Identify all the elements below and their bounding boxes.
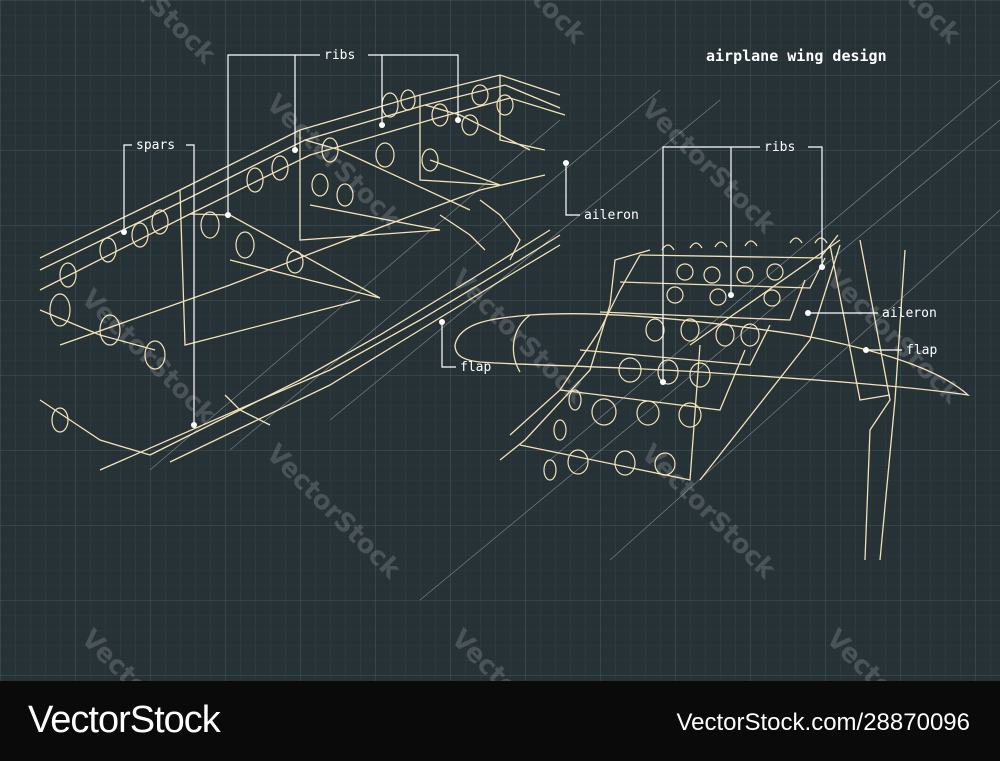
right-ribs-label: ribs bbox=[764, 140, 795, 155]
left-wing-structure bbox=[39, 74, 566, 471]
left-wing-lightening-holes bbox=[49, 84, 514, 433]
left-ribs-leader bbox=[227, 54, 320, 215]
footer-logo: VectorStock bbox=[28, 699, 221, 741]
left-spars-leader bbox=[123, 144, 132, 232]
left-ribs-label: ribs bbox=[324, 48, 355, 63]
leader-lines bbox=[123, 54, 902, 425]
diagram-title: airplane wing design bbox=[706, 47, 887, 65]
right-flap-label: flap bbox=[906, 343, 937, 358]
right-wing-lightening-holes bbox=[543, 263, 784, 481]
leader-endpoints bbox=[121, 117, 869, 428]
left-flap-leader bbox=[441, 322, 456, 368]
left-flap-label: flap bbox=[460, 360, 491, 375]
right-ribs-leader bbox=[662, 146, 760, 382]
left-ribs-leader bbox=[382, 54, 459, 120]
construction-lines bbox=[149, 79, 1000, 601]
left-spars-label: spars bbox=[136, 138, 175, 153]
wing-blueprint-drawing: VectorStock VectorStock VectorStock Vect… bbox=[0, 0, 1000, 681]
right-ribs-leader bbox=[808, 146, 823, 267]
footer-url: VectorStock.com/28870096 bbox=[676, 709, 970, 736]
left-spars-leader bbox=[186, 144, 195, 425]
left-aileron-label: aileron bbox=[584, 208, 639, 223]
right-aileron-label: aileron bbox=[882, 306, 937, 321]
left-aileron-leader bbox=[565, 163, 580, 216]
footer-bar: VectorStock VectorStock.com/28870096 bbox=[0, 681, 1000, 761]
